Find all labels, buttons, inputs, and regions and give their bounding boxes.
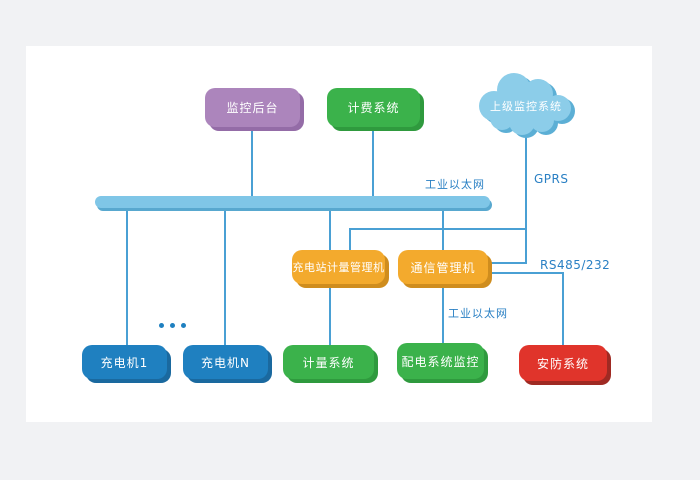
industrial-ethernet-bus-label: 工业以太网 [425, 178, 485, 191]
node-comm-manager: 通信管理机 [398, 250, 488, 284]
rs485-232-label: RS485/232 [540, 258, 611, 272]
node-security-system: 安防系统 [519, 345, 607, 381]
edge-bus-to-metering-manager [329, 208, 331, 250]
edge-rs485-to-security [562, 272, 564, 345]
edge-comm-manager-to-distribution [442, 284, 444, 343]
edge-metering-manager-to-metering-system [329, 284, 331, 345]
node-upper-monitor-cloud: 上级监控系统 [474, 70, 578, 142]
gprs-label: GPRS [534, 172, 569, 186]
industrial-ethernet-bus-bar [95, 196, 490, 208]
node-billing-system: 计费系统 [327, 88, 420, 127]
edge-bus-to-charger1 [126, 208, 128, 345]
cloud-icon [479, 73, 575, 138]
edge-billing-to-bus [372, 127, 374, 196]
node-monitor-backend: 监控后台 [205, 88, 300, 127]
dot [181, 323, 186, 328]
edge-cloud-gprs-drop [525, 133, 527, 262]
node-metering-manager: 充电站计量管理机 [292, 250, 385, 284]
node-metering-system: 计量系统 [283, 345, 374, 379]
dot [159, 323, 164, 328]
node-charger-n: 充电机N [183, 345, 268, 379]
edge-cloud-branch-horizontal [349, 228, 527, 230]
edge-comm-manager-to-cloud-stub [490, 262, 527, 264]
node-upper-monitor-label: 上级监控系统 [490, 100, 562, 113]
edge-monitor-backend-to-bus [251, 127, 253, 196]
edge-comm-manager-rs485-stub [490, 272, 564, 274]
diagram-canvas: 工业以太网 GPRS RS485/232 工业以太网 上级监控系统 监控后台 计… [26, 46, 652, 422]
industrial-ethernet-link-label: 工业以太网 [448, 307, 508, 320]
edge-cloud-branch-into-metering-manager [349, 228, 351, 251]
node-distribution-monitor: 配电系统监控 [397, 343, 484, 379]
node-charger-1: 充电机1 [82, 345, 167, 379]
ellipsis-dots [159, 323, 186, 328]
edge-bus-to-chargerN [224, 208, 226, 345]
dot [170, 323, 175, 328]
